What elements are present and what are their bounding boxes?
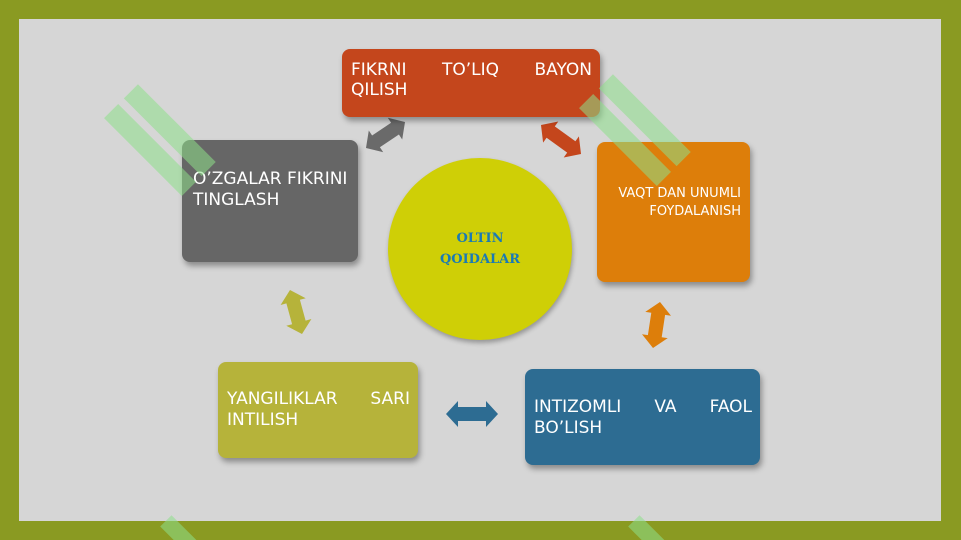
connector-arrow-top-left [366, 117, 405, 153]
box-right-label: VAQT DAN UNUMLI FOYDALANISH [618, 186, 741, 219]
box-left-label: O’ZGALAR FIKRINI TINGLASH [193, 169, 348, 210]
box-fikrni-bayon: FIKRNI TO’LIQ BAYON QILISH [342, 49, 600, 117]
connector-arrow-left-bottom_left [280, 290, 312, 334]
box-top-label: FIKRNI TO’LIQ BAYON QILISH [351, 60, 592, 100]
center-circle: OLTIN QOIDALAR [388, 158, 572, 340]
box-ozgalar-fikrini: O’ZGALAR FIKRINI TINGLASH [182, 140, 358, 262]
connector-arrow-top-right [541, 121, 581, 158]
box-yangiliklar: YANGILIKLAR SARI INTILISH [218, 362, 418, 458]
box-vaqt: VAQT DAN UNUMLI FOYDALANISH [597, 142, 750, 282]
box-bottom-left-label: YANGILIKLAR SARI INTILISH [227, 389, 410, 430]
connector-arrow-right-bottom_right [642, 302, 671, 348]
connector-arrow-bottom_left-bottom_right [446, 401, 498, 427]
box-bottom-right-label: INTIZOMLI VA FAOL BO’LISH [534, 397, 752, 438]
center-label: OLTIN QOIDALAR [439, 231, 521, 267]
box-intizomli: INTIZOMLI VA FAOL BO’LISH [525, 369, 760, 465]
